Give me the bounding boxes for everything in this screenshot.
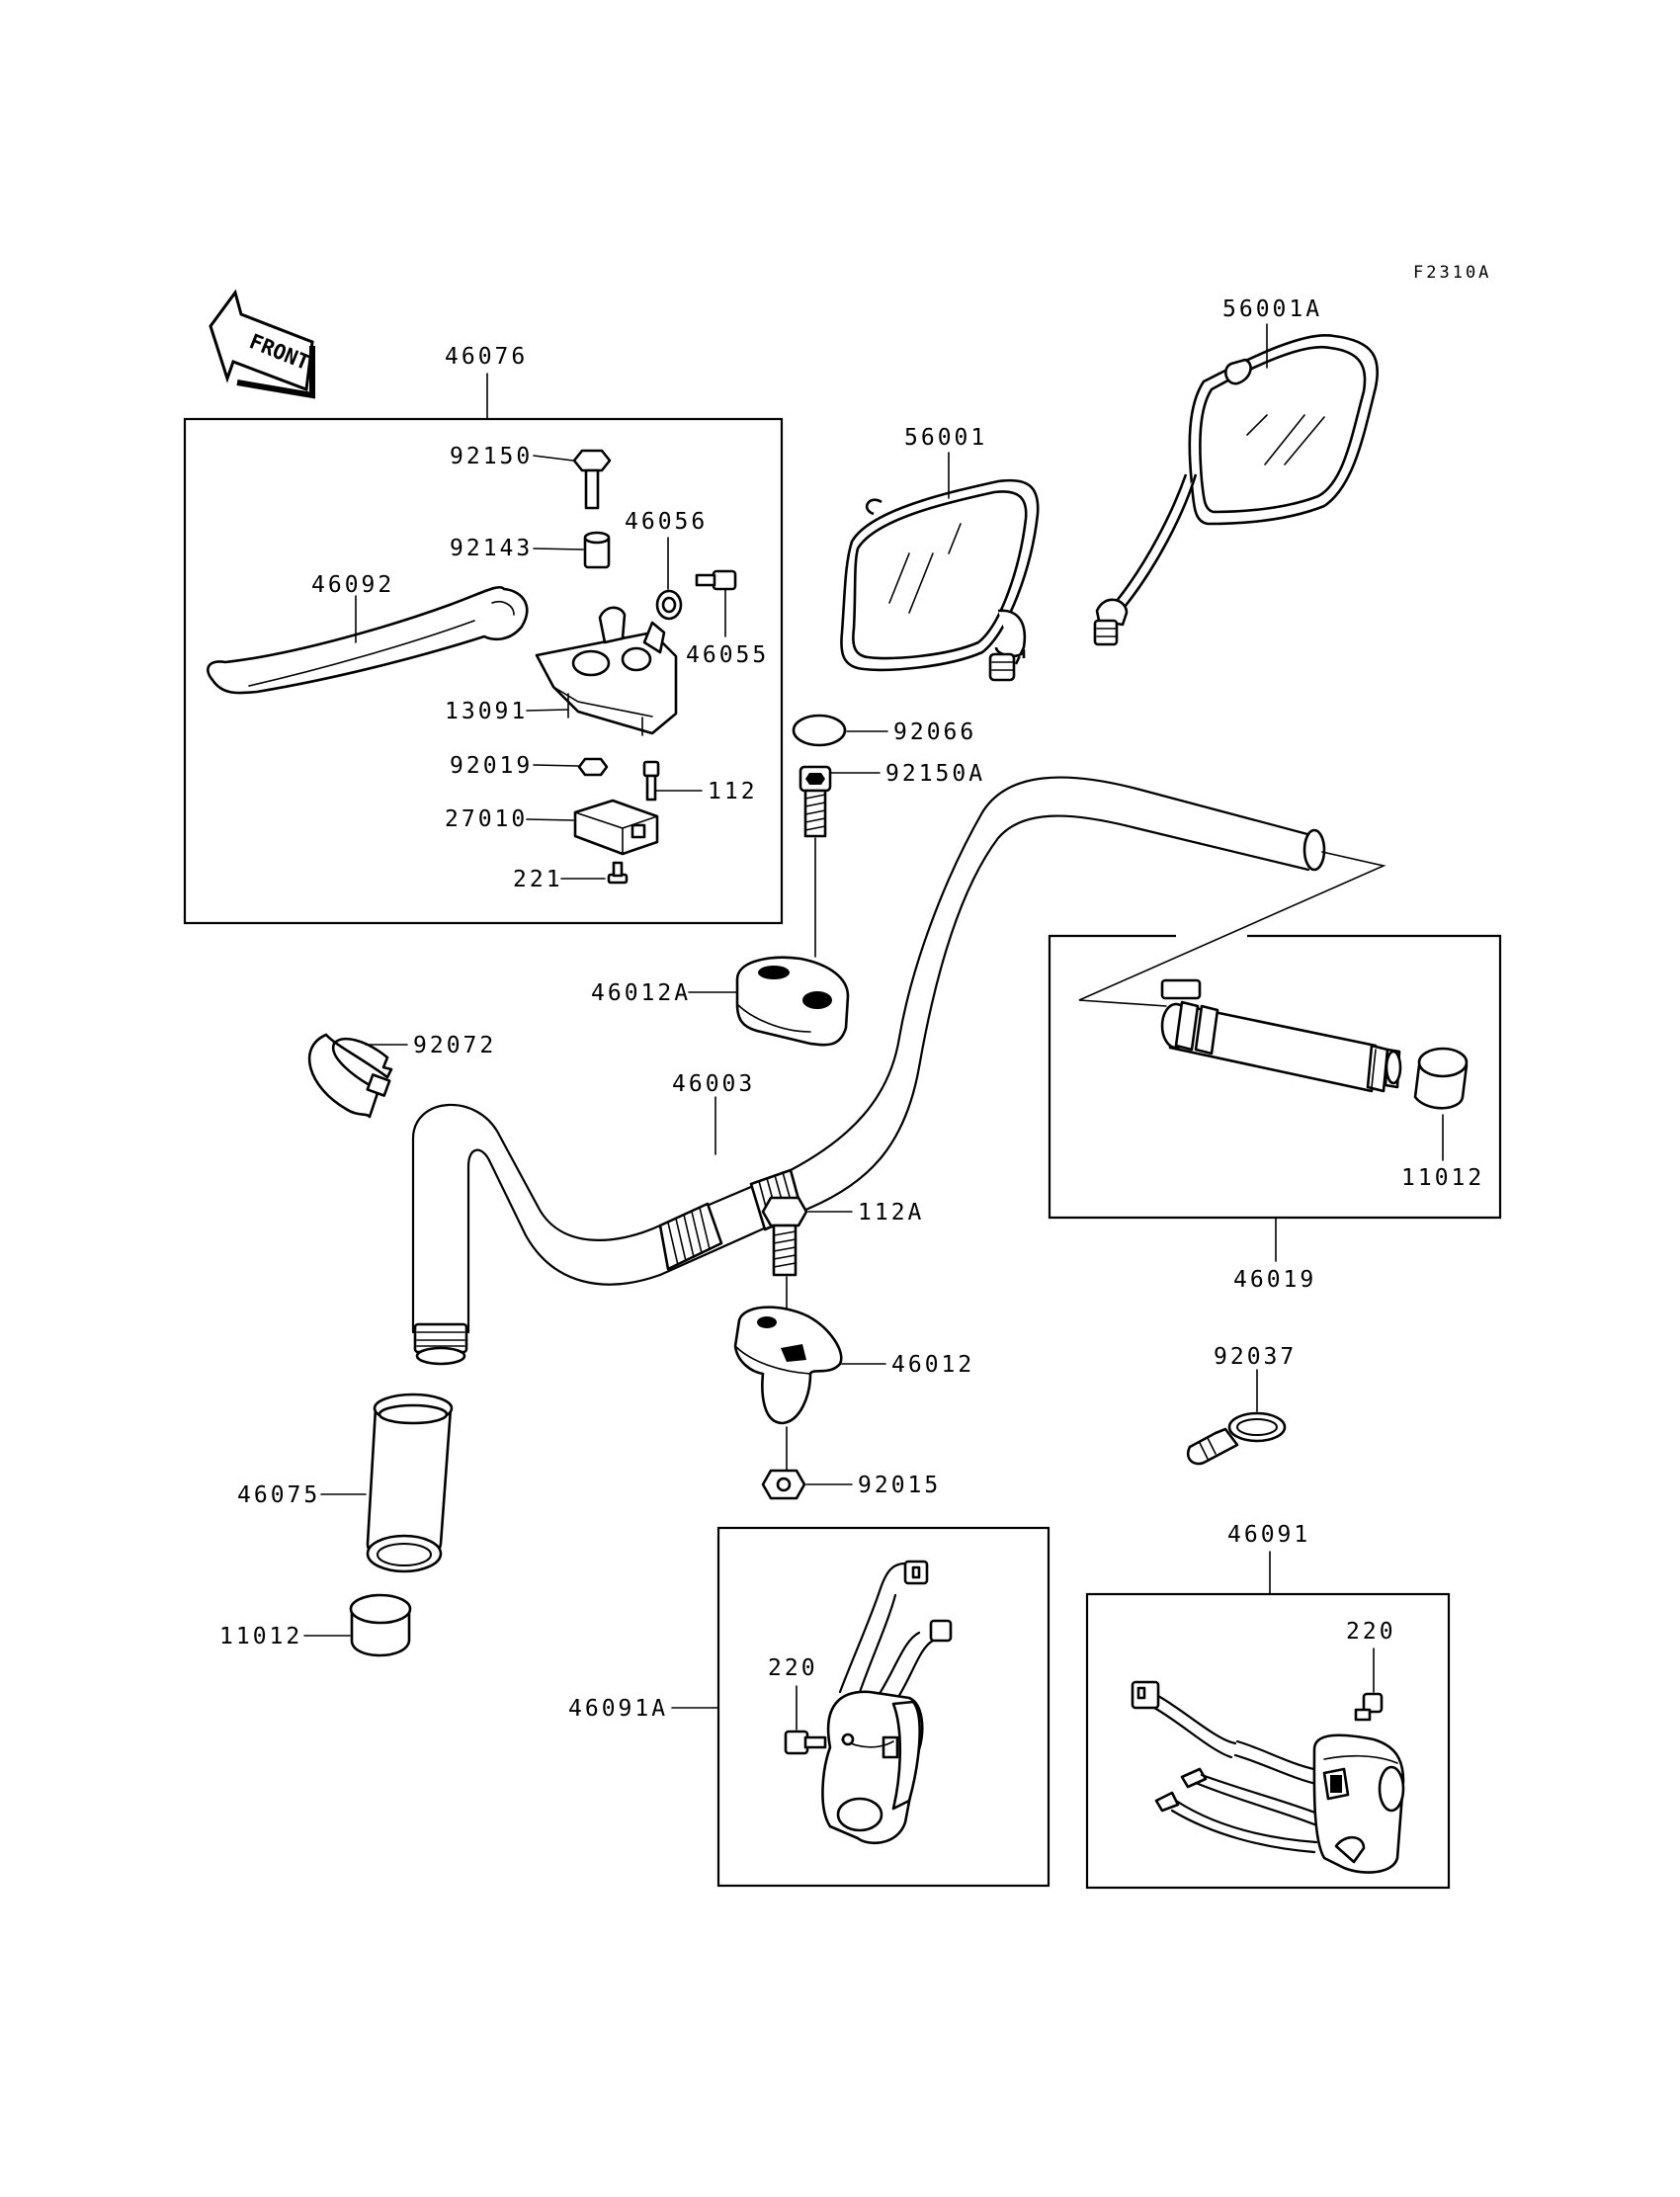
label-46055: 46055	[686, 642, 769, 668]
collar-92143	[583, 531, 611, 569]
clutch-lever-46092	[207, 585, 529, 695]
label-220-right: 220	[1346, 1619, 1396, 1645]
label-92015: 92015	[858, 1473, 941, 1498]
label-27010: 27010	[445, 806, 528, 832]
screw-220-right	[1354, 1692, 1384, 1722]
washer-46056	[655, 589, 683, 621]
label-92150A: 92150A	[885, 761, 985, 787]
label-46091: 46091	[1227, 1522, 1310, 1548]
label-13091: 13091	[445, 699, 528, 724]
front-arrow-icon: FRONT	[209, 289, 315, 399]
figure-code: F2310A	[1413, 263, 1491, 283]
assembly-46091A: 46091A 220	[568, 1526, 1050, 1888]
upper-clamp-46012A	[735, 956, 850, 1047]
label-46019: 46019	[1233, 1267, 1316, 1293]
bolt-92150A	[798, 765, 832, 838]
mirror-56001	[840, 478, 1040, 682]
assembly-46019: 11012 46019	[1048, 851, 1502, 1293]
left-switch-housing	[821, 1560, 953, 1845]
mirror-56001A	[1093, 333, 1380, 646]
label-92019: 92019	[450, 753, 533, 779]
assembly-46076: 46076 92150 92143 46092	[183, 344, 784, 925]
screw-220-left	[784, 1730, 827, 1755]
label-46092: 46092	[311, 572, 394, 598]
label-56001: 56001	[904, 425, 987, 451]
nut-92015	[761, 1469, 806, 1500]
bolt-112A	[761, 1196, 808, 1277]
throttle-cap-11012	[1413, 1047, 1469, 1110]
screw-221	[607, 861, 629, 885]
hose-clamp-92037	[1186, 1411, 1287, 1466]
label-46075: 46075	[237, 1482, 320, 1508]
throttle-grip	[1160, 978, 1402, 1093]
label-56001A: 56001A	[1222, 296, 1322, 322]
lever-holder-13091	[535, 606, 678, 736]
label-46003: 46003	[672, 1071, 755, 1097]
label-92066: 92066	[893, 719, 976, 745]
label-220-left: 220	[768, 1655, 818, 1681]
screw-112	[642, 760, 660, 802]
switch-27010	[573, 799, 659, 856]
label-92143: 92143	[450, 536, 533, 561]
label-11012-right: 11012	[1401, 1165, 1484, 1191]
assembly-46091: 46091 220	[1085, 1522, 1451, 1890]
left-grip-46075	[366, 1393, 454, 1573]
label-92072: 92072	[413, 1033, 496, 1058]
label-11012-left: 11012	[219, 1624, 302, 1649]
handlebar-46003	[411, 776, 1326, 1366]
right-switch-housing	[1131, 1680, 1405, 1874]
label-221: 221	[513, 867, 563, 892]
label-46012A: 46012A	[591, 980, 691, 1006]
lower-clamp-46012	[733, 1306, 843, 1425]
bolt-92150	[572, 449, 612, 510]
label-46076: 46076	[445, 344, 528, 370]
label-92037: 92037	[1214, 1344, 1297, 1370]
cap-92066	[792, 714, 847, 747]
grip-cap-11012-left	[349, 1593, 412, 1657]
label-46091A: 46091A	[568, 1696, 668, 1722]
screw-46055	[695, 569, 737, 591]
nut-92019	[577, 757, 609, 777]
label-92150: 92150	[450, 444, 533, 469]
label-46056: 46056	[625, 509, 708, 535]
label-46012: 46012	[891, 1352, 974, 1378]
cable-tie-92072	[307, 1033, 393, 1119]
label-112A: 112A	[858, 1200, 924, 1225]
label-112: 112	[708, 779, 758, 804]
handlebar-left-end	[413, 1322, 468, 1366]
